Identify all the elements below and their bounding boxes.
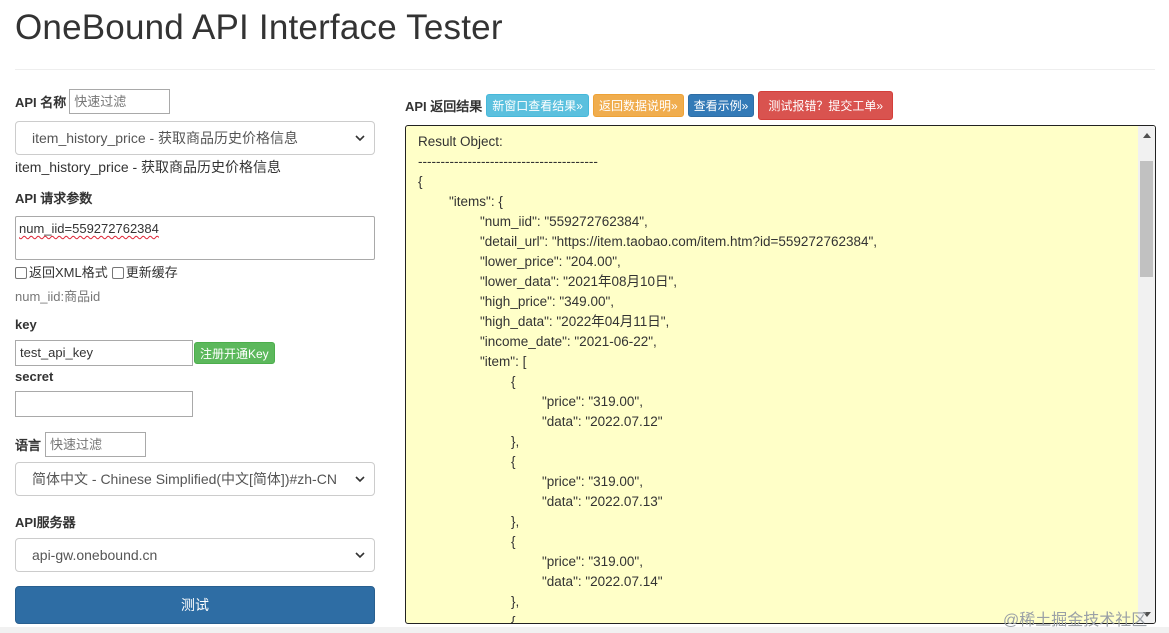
result-text: Result Object: --------------------------… [406,126,1138,623]
language-select[interactable]: 简体中文 - Chinese Simplified(中文[简体])#zh-CN [15,462,375,496]
result-line: "detail_url": "https://item.taobao.com/i… [480,234,878,249]
cache-checkbox-label: 更新缓存 [125,265,178,280]
result-scrollbar[interactable] [1138,126,1155,623]
result-line: { [511,454,516,469]
scroll-thumb[interactable] [1140,161,1153,277]
chevron-down-icon [355,476,365,483]
page-scrollbar-track [0,627,1169,633]
chevron-down-icon [355,552,365,559]
params-label: API 请求参数 [15,191,93,206]
result-line: "income_date": "2021-06-22", [480,334,657,349]
watermark: @稀土掘金技术社区 [1003,612,1148,629]
chevron-down-icon [355,135,365,142]
result-header: API 返回结果 新窗口查看结果» 返回数据说明» 查看示例» 测试报错？提交工… [405,91,894,120]
result-line: "price": "319.00", [542,394,643,409]
page-title: OneBound API Interface Tester [15,8,503,47]
result-line: }, [511,434,520,449]
api-select-value: item_history_price - 获取商品历史价格信息 [32,130,299,146]
api-select[interactable]: item_history_price - 获取商品历史价格信息 [15,121,375,155]
result-line: "data": "2022.07.14" [542,574,663,589]
result-label: API 返回结果 [405,99,483,114]
data-doc-button[interactable]: 返回数据说明» [592,94,684,117]
result-line: }, [511,514,520,529]
xml-checkbox[interactable] [15,267,27,279]
examples-button[interactable]: 查看示例» [687,94,755,117]
request-form: API 名称 item_history_price - 获取商品历史价格信息 i… [15,88,375,624]
result-line: }, [511,594,520,609]
api-name-label: API 名称 [15,94,67,110]
result-line: "data": "2022.07.12" [542,414,663,429]
result-line: { [511,614,516,624]
title-divider [15,69,1155,70]
params-value: num_iid=559272762384 [19,221,159,236]
param-hint: num_iid:商品id [15,289,101,304]
server-label: API服务器 [15,515,76,530]
result-line: "price": "319.00", [542,554,643,569]
server-select-value: api-gw.onebound.cn [32,547,158,563]
result-line: ---------------------------------------- [418,154,598,169]
secret-input[interactable] [15,391,193,417]
result-line: "high_data": "2022年04月11日", [480,314,670,329]
result-line: "price": "319.00", [542,474,643,489]
xml-checkbox-label: 返回XML格式 [29,265,108,280]
result-line: "items": { [449,194,503,209]
api-description: item_history_price - 获取商品历史价格信息 [15,159,282,175]
server-select[interactable]: api-gw.onebound.cn [15,538,375,572]
result-line: { [511,534,516,549]
result-line: "num_iid": "559272762384", [480,214,648,229]
result-line: { [418,174,423,189]
language-select-value: 简体中文 - Chinese Simplified(中文[简体])#zh-CN [32,471,337,487]
result-line: "lower_price": "204.00", [480,254,621,269]
register-key-button[interactable]: 注册开通Key [194,342,275,364]
result-line: "data": "2022.07.13" [542,494,663,509]
result-line: "lower_data": "2021年08月10日", [480,274,678,289]
test-button[interactable]: 测试 [15,586,375,624]
result-line: "item": [ [480,354,527,369]
language-filter-input[interactable] [45,431,147,457]
cache-checkbox[interactable] [111,267,124,279]
result-line: "high_price": "349.00", [480,294,615,309]
key-input[interactable]: test_api_key [15,340,193,366]
report-error-button[interactable]: 测试报错？提交工单» [758,91,894,120]
open-new-window-button[interactable]: 新窗口查看结果» [486,94,589,117]
secret-label: secret [15,369,54,384]
result-line: Result Object: [418,134,503,149]
result-line: { [511,374,516,389]
scroll-up-arrow-icon[interactable] [1138,126,1155,143]
scroll-down-arrow-icon[interactable] [1138,606,1155,623]
key-label: key [15,317,37,332]
api-filter-input[interactable] [69,88,171,114]
result-output[interactable]: Result Object: --------------------------… [405,125,1156,624]
params-textarea[interactable]: num_iid=559272762384 [15,216,375,260]
language-label: 语言 [15,437,42,453]
